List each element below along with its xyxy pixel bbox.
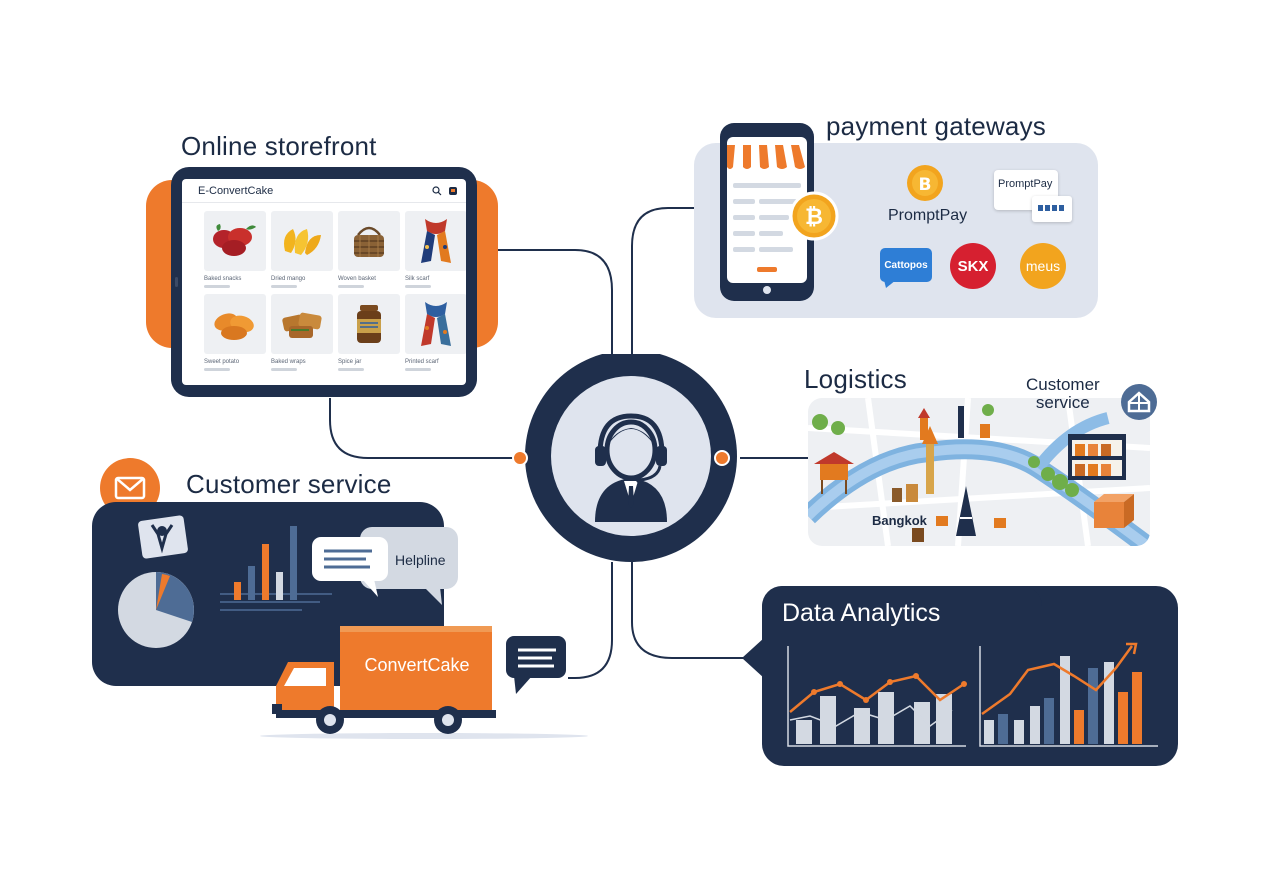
chat-bubble-icon <box>312 537 388 597</box>
analytics-charts <box>787 642 1158 747</box>
search-icon[interactable] <box>432 185 442 196</box>
product-card[interactable]: Spice jar <box>338 294 400 371</box>
map-customer-service-label: Customer service <box>1026 376 1100 412</box>
product-name: Woven basket <box>338 276 376 282</box>
product-card[interactable]: Baked wraps <box>271 294 333 371</box>
product-name: Silk scarf <box>405 276 430 282</box>
map-cs-line2: service <box>1035 393 1090 412</box>
helpline-label: Helpline <box>395 552 446 568</box>
payment-badge-blue: Cattopos <box>880 248 932 282</box>
warehouse-shelf-icon <box>1068 434 1126 480</box>
store-brand: E-ConvertCake <box>198 184 274 197</box>
card-chip <box>1032 196 1072 222</box>
card-pattern-icon <box>1038 205 1064 211</box>
support-agent-icon <box>595 413 667 522</box>
storefront-awning-icon <box>727 145 807 272</box>
product-price-placeholder <box>338 368 364 371</box>
storefront-title: Online storefront <box>181 131 377 161</box>
storefront-tablet: E-ConvertCake Baked snacks Dried mango <box>171 167 477 397</box>
product-price-placeholder <box>271 368 297 371</box>
customer-service-charts <box>118 526 332 648</box>
product-name: Sweet potato <box>204 359 240 365</box>
product-image <box>271 211 333 271</box>
product-card[interactable]: Baked snacks <box>204 211 266 288</box>
product-price-placeholder <box>271 285 297 288</box>
product-image <box>405 211 466 271</box>
payment-badge-orange: meus <box>1020 243 1066 289</box>
central-hub <box>512 354 737 562</box>
logistics-map: Bangkok <box>808 398 1150 546</box>
storefront-screen: E-ConvertCake Baked snacks Dried mango <box>182 179 466 385</box>
panel-notch-icon <box>742 638 764 678</box>
map-city-label: Bangkok <box>872 513 927 528</box>
product-grid: Baked snacks Dried mango Woven basket <box>182 203 466 371</box>
tablet-camera <box>175 277 178 287</box>
product-price-placeholder <box>204 368 230 371</box>
product-name: Baked wraps <box>271 359 306 365</box>
product-card[interactable]: Dried mango <box>271 211 333 288</box>
store-header: E-ConvertCake <box>182 179 466 203</box>
home-service-icon[interactable] <box>1120 383 1158 421</box>
phone-home-button <box>763 286 771 294</box>
city-map-illustration <box>808 398 1150 546</box>
bitcoin-icon: B <box>907 165 943 201</box>
customer-service-title: Customer service <box>186 469 392 499</box>
cart-icon[interactable] <box>448 186 458 196</box>
product-price-placeholder <box>405 285 431 288</box>
product-name: Dried mango <box>271 276 306 282</box>
product-image <box>204 294 266 354</box>
svg-text:B: B <box>919 175 932 195</box>
product-price-placeholder <box>338 285 364 288</box>
analytics-chart-right <box>979 642 1158 747</box>
badge-tail-icon <box>884 280 896 288</box>
data-analytics-title: Data Analytics <box>782 599 941 627</box>
product-card[interactable]: Sweet potato <box>204 294 266 371</box>
payment-badge-red: SKX <box>950 243 996 289</box>
product-image <box>204 211 266 271</box>
product-name: Baked snacks <box>204 276 242 282</box>
product-card[interactable]: Printed scarf <box>405 294 466 371</box>
user-id-card-icon <box>138 515 188 559</box>
product-image <box>405 294 466 354</box>
product-image <box>338 294 400 354</box>
product-name: Spice jar <box>338 359 362 365</box>
delivery-truck-icon <box>260 626 588 739</box>
promptpay-label: PromptPay <box>888 207 968 224</box>
truck-label: ConvertCake <box>364 655 470 675</box>
product-image <box>338 211 400 271</box>
analytics-chart-left <box>787 646 967 747</box>
payment-title: payment gateways <box>826 111 1046 141</box>
map-cs-line1: Customer <box>1026 375 1100 394</box>
product-image <box>271 294 333 354</box>
product-price-placeholder <box>405 368 431 371</box>
logistics-title: Logistics <box>804 364 907 394</box>
message-bubble-icon <box>506 636 566 694</box>
product-card[interactable]: Woven basket <box>338 211 400 288</box>
product-name: Printed scarf <box>405 359 439 365</box>
product-price-placeholder <box>204 285 230 288</box>
data-analytics-tab <box>762 586 1042 646</box>
bitcoin-coin-icon: ₿ <box>789 191 839 241</box>
product-card[interactable]: Silk scarf <box>405 211 466 288</box>
promptpay-card-label: PromptPay <box>998 178 1053 190</box>
svg-text:₿: ₿ <box>805 205 823 230</box>
